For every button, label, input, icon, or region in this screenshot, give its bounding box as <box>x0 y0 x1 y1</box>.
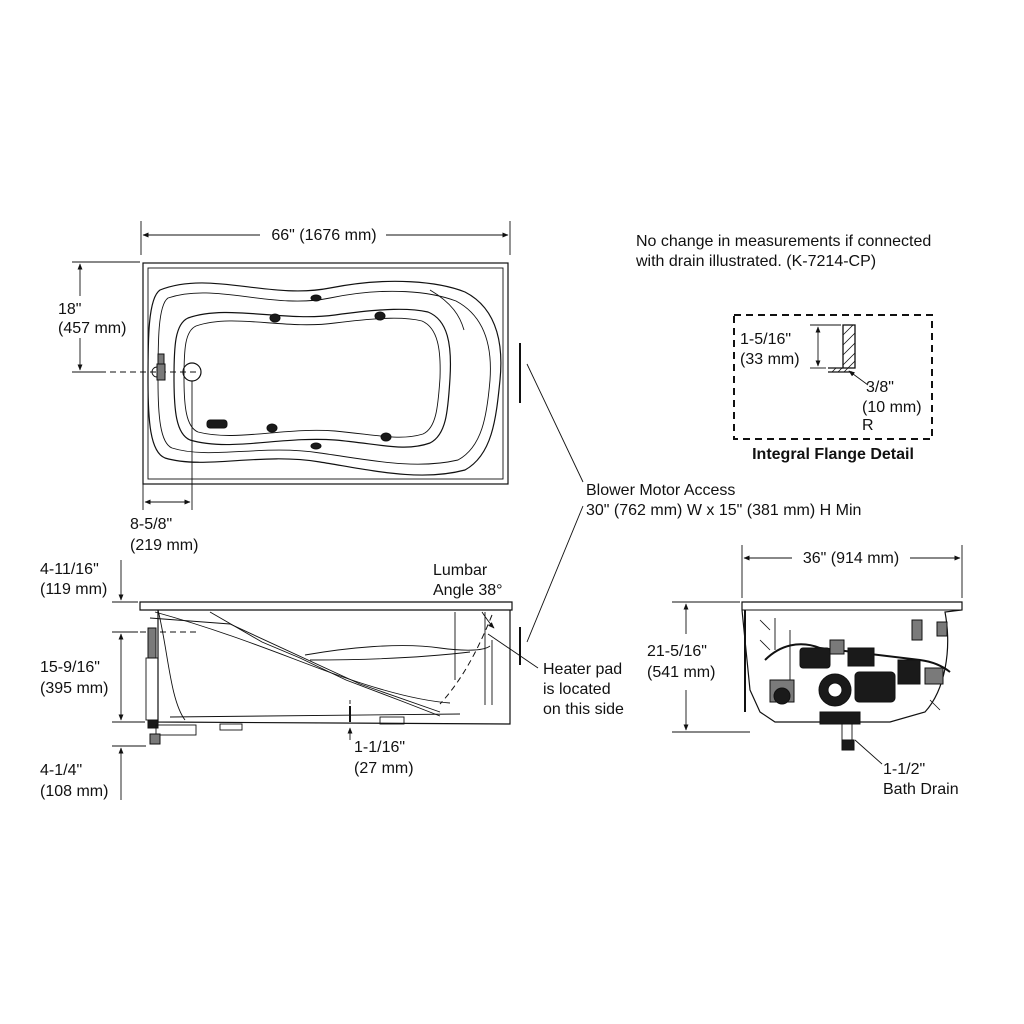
blower-label-1: Blower Motor Access <box>586 482 735 499</box>
foot <box>219 723 243 731</box>
bathing-well <box>173 308 452 448</box>
flange-height-dim-in: 4-11/16" <box>40 561 99 578</box>
jet <box>266 423 278 433</box>
pump-housing <box>799 647 831 669</box>
depth-dim-mm: (395 mm) <box>40 680 108 697</box>
leader-line <box>487 633 539 669</box>
leader-line <box>526 363 584 483</box>
tub-apron <box>157 610 511 725</box>
heater-label-3: on this side <box>543 701 624 718</box>
bathing-well-inner <box>183 317 441 438</box>
diagonal-line <box>154 611 451 704</box>
drain-size-label: 1-1/2" <box>883 761 925 778</box>
motor-hub <box>827 682 843 698</box>
bottom-dim-in: 4-1/4" <box>40 762 82 779</box>
overflow-cover <box>156 363 166 381</box>
jet <box>374 311 386 321</box>
blower-body <box>854 671 896 703</box>
jet <box>310 294 322 302</box>
fitting <box>924 667 944 685</box>
jet-fitting <box>936 621 948 637</box>
detail-title: Integral Flange Detail <box>752 446 914 463</box>
drain-trap <box>819 711 861 725</box>
foot <box>379 716 405 725</box>
tub-rim-inner <box>157 290 491 465</box>
blower-label-2: 30" (762 mm) W x 15" (381 mm) H Min <box>586 502 861 519</box>
lumbar-arrow <box>481 611 495 629</box>
detail-lines <box>759 619 941 711</box>
foot-dim-in: 1-1/16" <box>354 739 405 756</box>
flange-hatch <box>831 367 849 373</box>
foot-dim-mm: (27 mm) <box>354 760 414 777</box>
jet <box>310 442 322 450</box>
end-height-dim-mm: (541 mm) <box>647 664 715 681</box>
control-box <box>897 659 921 685</box>
tub-end-outline <box>741 601 963 723</box>
end-width-dimension: 36" (914 mm) <box>803 550 899 567</box>
blower-callout: Blower Motor Access 30" (762 mm) W x 15"… <box>519 343 861 665</box>
lumbar-angle-line <box>439 614 493 705</box>
flange-height-in: 1-5/16" <box>740 331 791 348</box>
flange-height-dim-mm: (119 mm) <box>40 581 107 598</box>
end-wall <box>157 609 186 721</box>
top-view: 66" (1676 mm) 18" (457 mm) <box>58 221 511 554</box>
flange-radius-mm: (10 mm) <box>862 399 922 416</box>
note-line-2: with drain illustrated. (K-7214-CP) <box>635 253 876 270</box>
jet-fitting <box>911 619 923 641</box>
flange-radius-in: 3/8" <box>866 379 894 396</box>
bottom-dim-mm: (108 mm) <box>40 783 108 800</box>
drain-cap <box>841 739 855 751</box>
leader-line <box>854 739 883 765</box>
tub-outline <box>142 262 509 485</box>
backrest <box>454 612 493 705</box>
pump-fitting <box>829 639 845 655</box>
leader-line <box>848 370 869 386</box>
seat-line <box>304 645 491 656</box>
end-height-dim-in: 21-5/16" <box>647 643 707 660</box>
heater-box <box>847 647 875 667</box>
flange-height-mm: (33 mm) <box>740 351 800 368</box>
drain-offset-dim-in: 18" <box>58 301 81 318</box>
drain-offset-dim-mm: (457 mm) <box>58 320 126 337</box>
seat-line <box>309 651 471 661</box>
heater-label-1: Heater pad <box>543 661 622 678</box>
lumbar-label-2: Angle 38° <box>433 582 503 599</box>
flange-section <box>842 324 856 369</box>
leader-line <box>526 505 584 643</box>
drain-pipe <box>145 657 159 721</box>
flange-detail: 1-5/16" (33 mm) 3/8" (10 mm) R Integral … <box>733 314 933 463</box>
top-width-dimension: 66" (1676 mm) <box>271 227 376 244</box>
deck <box>139 601 513 611</box>
drain-edge-dim-in: 8-5/8" <box>130 516 172 533</box>
bottom <box>169 713 461 718</box>
drain-type-label: Bath Drain <box>883 781 959 798</box>
control-panel <box>206 419 228 429</box>
diagonal-line <box>209 611 441 717</box>
side-view: 4-11/16" (119 mm) 15-9/16" (395 mm) 4-1/… <box>40 560 624 800</box>
end-view: 36" (914 mm) 21-5/16" (541 mm) 1-1/ <box>647 545 963 798</box>
drain-fitting <box>147 719 159 729</box>
flange-radius-r: R <box>862 417 874 434</box>
overflow-pipe <box>147 627 157 659</box>
drain-edge-dim-mm: (219 mm) <box>130 537 198 554</box>
heater-label-2: is located <box>543 681 611 698</box>
note-line-1: No change in measurements if connected <box>636 233 931 250</box>
drain-fitting <box>149 733 161 745</box>
jet <box>269 313 281 323</box>
pump-motor <box>773 687 791 705</box>
diagonal-line <box>149 617 441 713</box>
flange-hatch <box>842 324 856 369</box>
depth-dim-in: 15-9/16" <box>40 659 100 676</box>
tub-rim <box>147 280 502 476</box>
fitting <box>157 353 165 365</box>
detail-box <box>733 314 933 440</box>
backrest-line <box>429 289 465 331</box>
lumbar-label-1: Lumbar <box>433 562 488 579</box>
drain-outlet <box>841 723 853 741</box>
drain-shoe <box>155 724 197 736</box>
jet <box>380 432 392 442</box>
